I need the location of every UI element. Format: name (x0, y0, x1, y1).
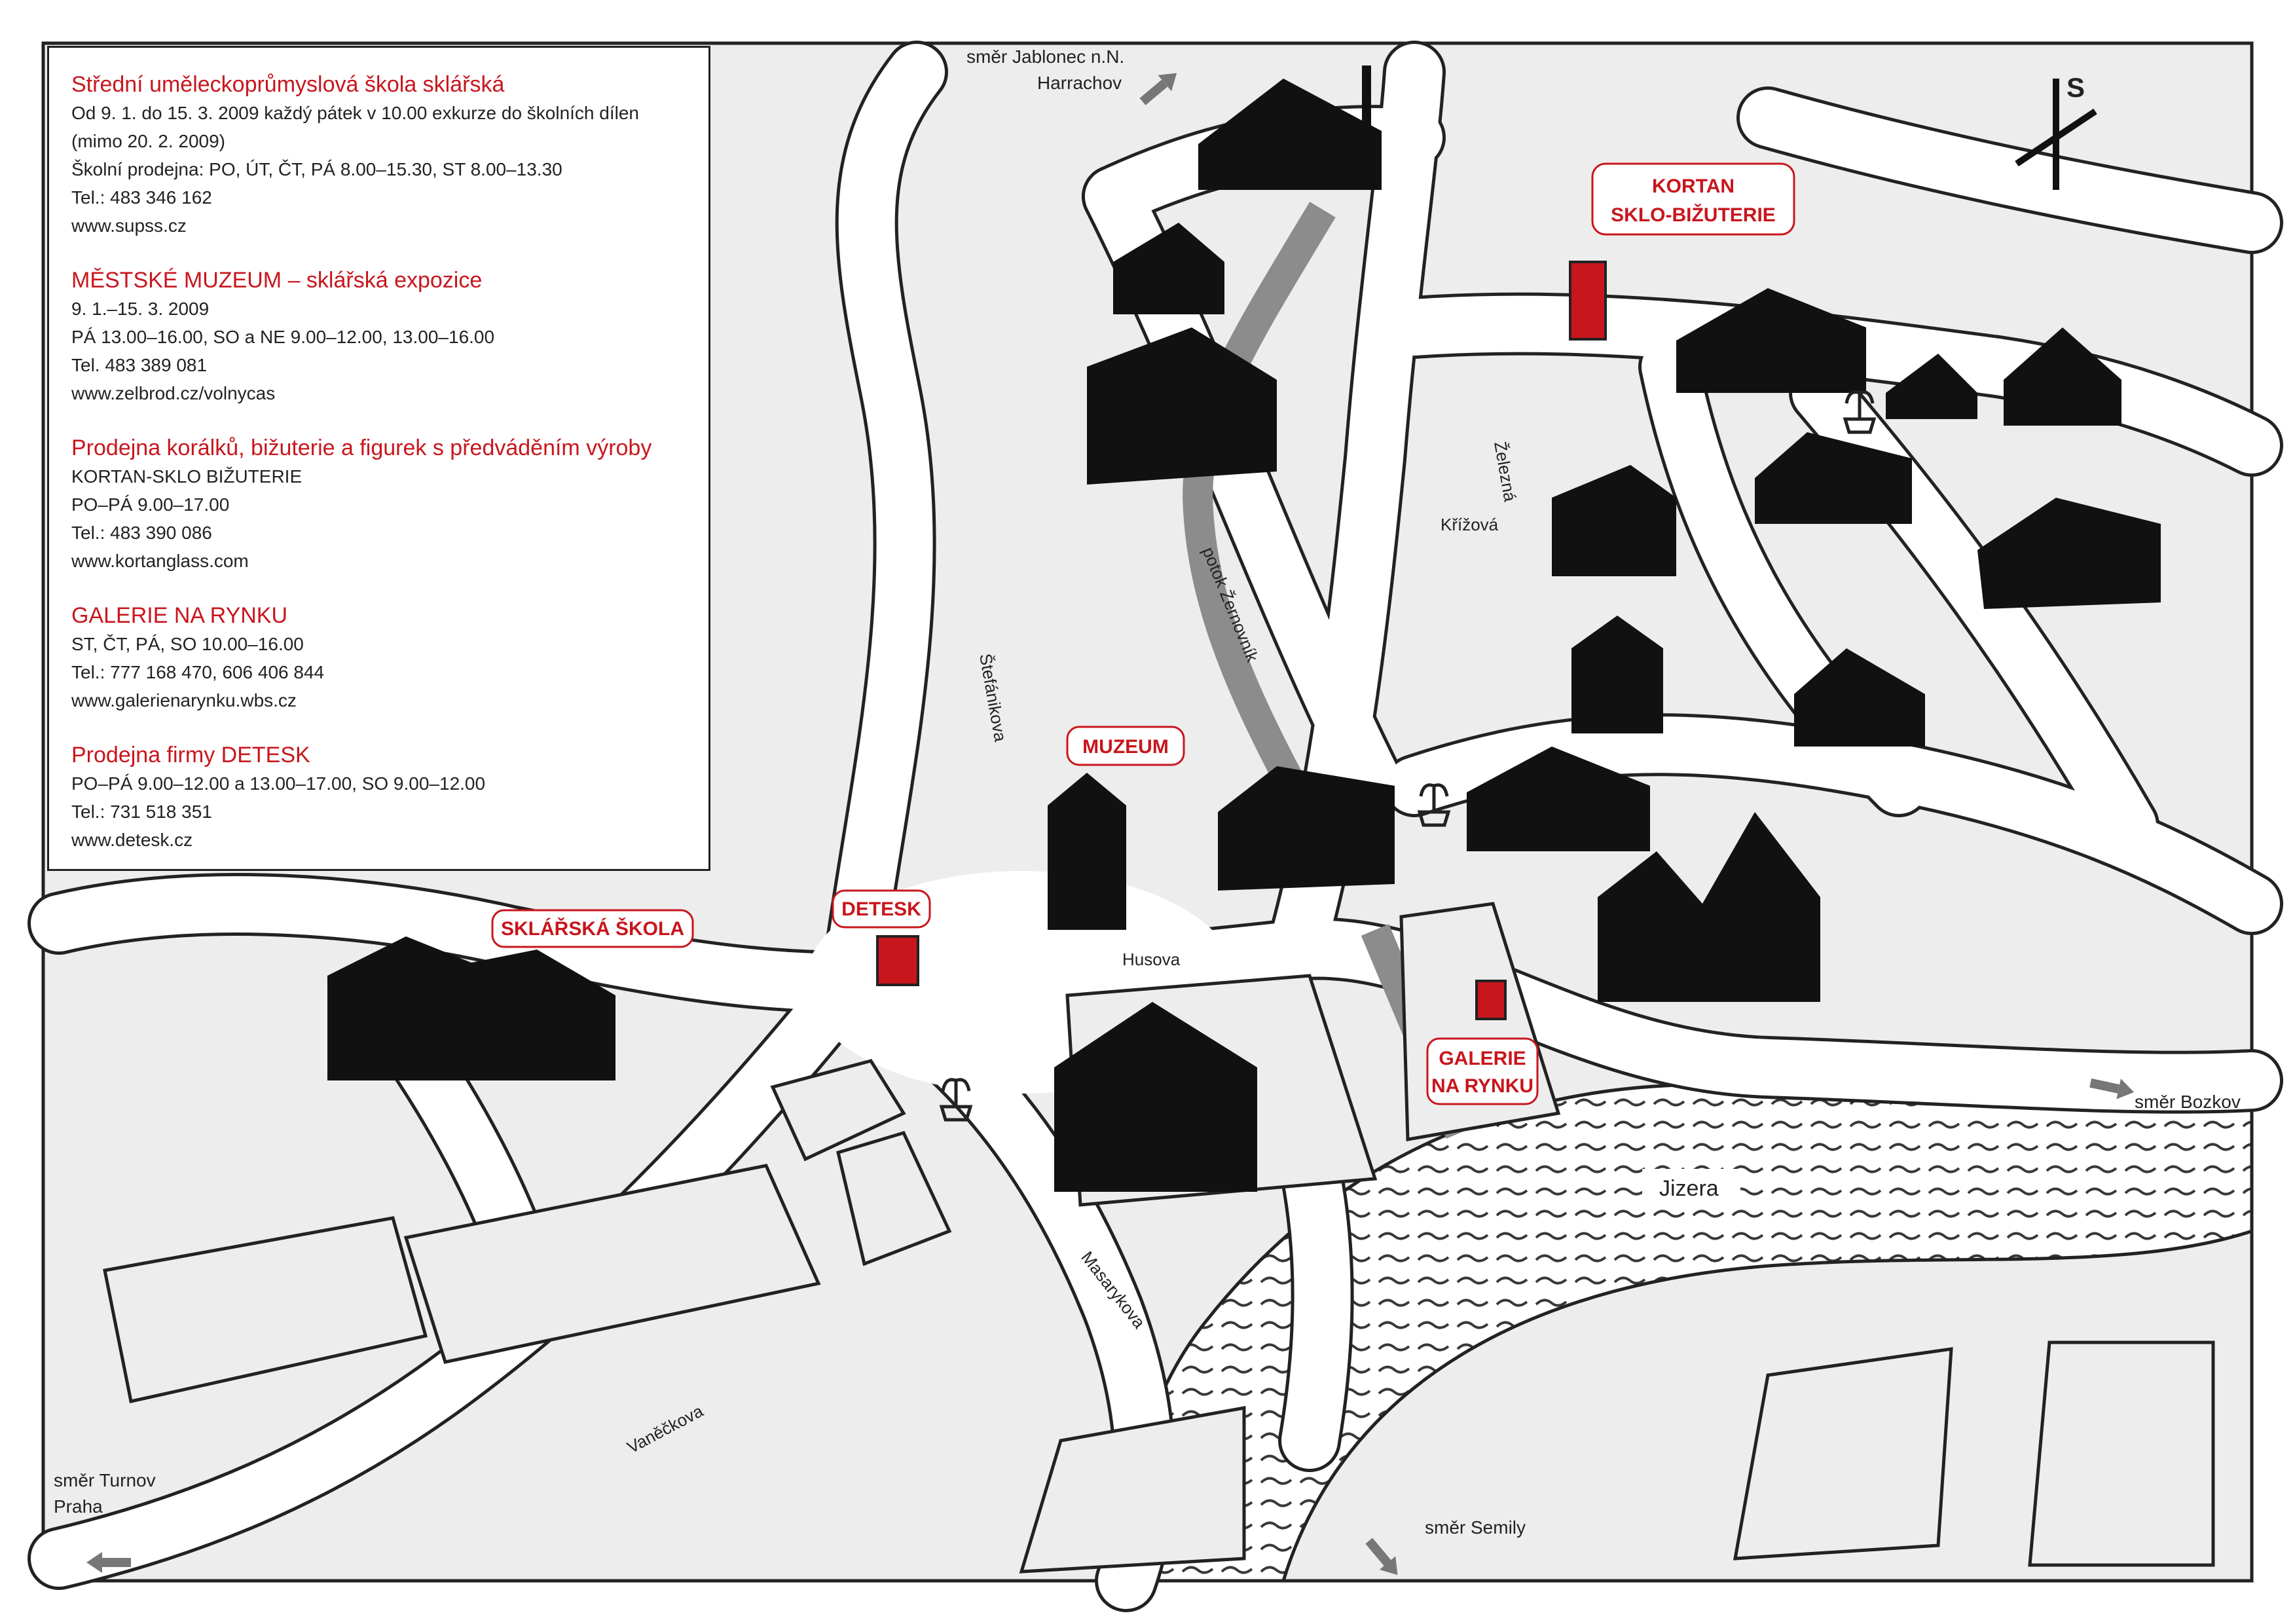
building-icon (1198, 65, 1382, 190)
entry-line: Od 9. 1. do 15. 3. 2009 každý pátek v 10… (71, 103, 640, 123)
north-arrow-icon (2015, 79, 2097, 190)
compass-letter: S (2066, 72, 2085, 103)
direction-turnov-line1: směr Turnov (54, 1470, 156, 1490)
entry-line: (mimo 20. 2. 2009) (71, 131, 225, 151)
direction-arrow-icon (1139, 73, 1177, 105)
callout-galerie (1426, 1037, 1539, 1105)
entry-galerie: GALERIE NA RYNKU ST, ČT, PÁ, SO 10.00–16… (71, 601, 708, 714)
entry-kortan: Prodejna korálků, bižuterie a figurek s … (71, 434, 708, 575)
street-krizova: Křížová (1441, 515, 1499, 534)
entry-line: Tel.: 483 346 162 (71, 187, 212, 208)
entry-link[interactable]: www.kortanglass.com (71, 551, 249, 571)
entry-detesk: Prodejna firmy DETESK PO–PÁ 9.00–12.00 a… (71, 741, 708, 854)
callout-galerie-line1: GALERIE (1439, 1048, 1526, 1069)
entry-line: PO–PÁ 9.00–17.00 (71, 494, 230, 515)
callout-kortan-line1: KORTAN (1652, 175, 1735, 197)
entry-title: MĚSTSKÉ MUZEUM – sklářská expozice (71, 268, 483, 293)
buildings (327, 65, 2161, 1192)
entry-supss: Střední uměleckoprůmyslová škola sklářsk… (71, 70, 708, 240)
callout-kortan (1591, 162, 1795, 236)
callout-muzeum-text: MUZEUM (1082, 736, 1169, 758)
entry-title: GALERIE NA RYNKU (71, 603, 288, 628)
building-icon (1598, 812, 1820, 1002)
entry-line: Tel. 483 389 081 (71, 355, 208, 375)
direction-jablonec-line2: Harrachov (1037, 73, 1122, 93)
building-icon (1113, 223, 1224, 314)
poi-markers (876, 261, 1607, 1020)
entry-line: Školní prodejna: PO, ÚT, ČT, PÁ 8.00–15.… (71, 159, 562, 179)
entry-line: PO–PÁ 9.00–12.00 a 13.00–17.00, SO 9.00–… (71, 773, 486, 794)
building-icon (1467, 747, 1650, 851)
entry-muzeum: MĚSTSKÉ MUZEUM – sklářská expozice 9. 1.… (71, 266, 708, 407)
callout-detesk (832, 889, 931, 929)
direction-arrow-icon (2089, 1078, 2135, 1099)
fountain-icon (1417, 783, 1451, 827)
building-icon (1886, 327, 2121, 426)
stream-zernovnik (1183, 202, 1336, 826)
direction-jablonec-line1: směr Jablonec n.N. (966, 46, 1124, 67)
building-icon (1977, 498, 2161, 609)
fountain-icon (1843, 390, 1877, 434)
building-icon (1054, 1002, 1257, 1192)
entry-title: Střední uměleckoprůmyslová škola sklářsk… (71, 72, 505, 97)
callout-muzeum (1066, 726, 1185, 766)
street-husova: Husova (1122, 950, 1181, 969)
detesk-marker (876, 935, 919, 986)
direction-arrow-icon (1365, 1538, 1398, 1576)
entry-title: Prodejna firmy DETESK (71, 743, 310, 767)
building-icon (1676, 288, 1866, 393)
direction-bozkov: směr Bozkov (2135, 1092, 2241, 1112)
direction-turnov-line2: Praha (54, 1496, 103, 1517)
building-icon (1048, 773, 1126, 930)
entry-line: 9. 1.–15. 3. 2009 (71, 299, 210, 319)
callout-sklarska-text: SKLÁŘSKÁ ŠKOLA (501, 917, 684, 940)
fountain-icon (939, 1078, 973, 1122)
building-icon (1571, 616, 1663, 733)
building-icon (1755, 432, 1912, 524)
building-icon (1552, 465, 1676, 576)
callouts (491, 162, 1795, 1105)
direction-arrow-icon (86, 1552, 131, 1573)
entry-line: Tel.: 483 390 086 (71, 523, 212, 543)
building-icon (1087, 327, 1277, 485)
direction-arrows (86, 73, 2135, 1576)
kortan-marker (1569, 261, 1607, 341)
entry-line: KORTAN-SKLO BIŽUTERIE (71, 466, 303, 487)
info-box: Střední uměleckoprůmyslová škola sklářsk… (47, 46, 710, 871)
entry-link[interactable]: www.supss.cz (71, 215, 187, 236)
callout-detesk-text: DETESK (841, 898, 921, 920)
entry-line: PÁ 13.00–16.00, SO a NE 9.00–12.00, 13.0… (71, 327, 495, 347)
river-label: Jizera (1659, 1176, 1719, 1201)
galerie-marker (1475, 980, 1507, 1020)
entry-title: Prodejna korálků, bižuterie a figurek s … (71, 435, 652, 460)
callout-sklarska (491, 909, 694, 948)
entry-line: ST, ČT, PÁ, SO 10.00–16.00 (71, 634, 304, 654)
entry-link[interactable]: www.galerienarynku.wbs.cz (71, 690, 297, 710)
callout-galerie-line2: NA RYNKU (1431, 1075, 1533, 1097)
entry-line: Tel.: 777 168 470, 606 406 844 (71, 662, 325, 682)
entry-link[interactable]: www.zelbrod.cz/volnycas (71, 383, 276, 403)
entry-link[interactable]: www.detesk.cz (71, 830, 193, 850)
river-label-bg (1642, 1169, 1740, 1208)
building-icon (327, 936, 615, 1080)
entry-line: Tel.: 731 518 351 (71, 802, 212, 822)
building-icon (1794, 648, 1925, 747)
direction-semily: směr Semily (1425, 1517, 1526, 1538)
callout-kortan-line2: SKLO-BIŽUTERIE (1611, 204, 1776, 226)
fountains (939, 390, 1877, 1122)
building-icon (1218, 766, 1395, 891)
